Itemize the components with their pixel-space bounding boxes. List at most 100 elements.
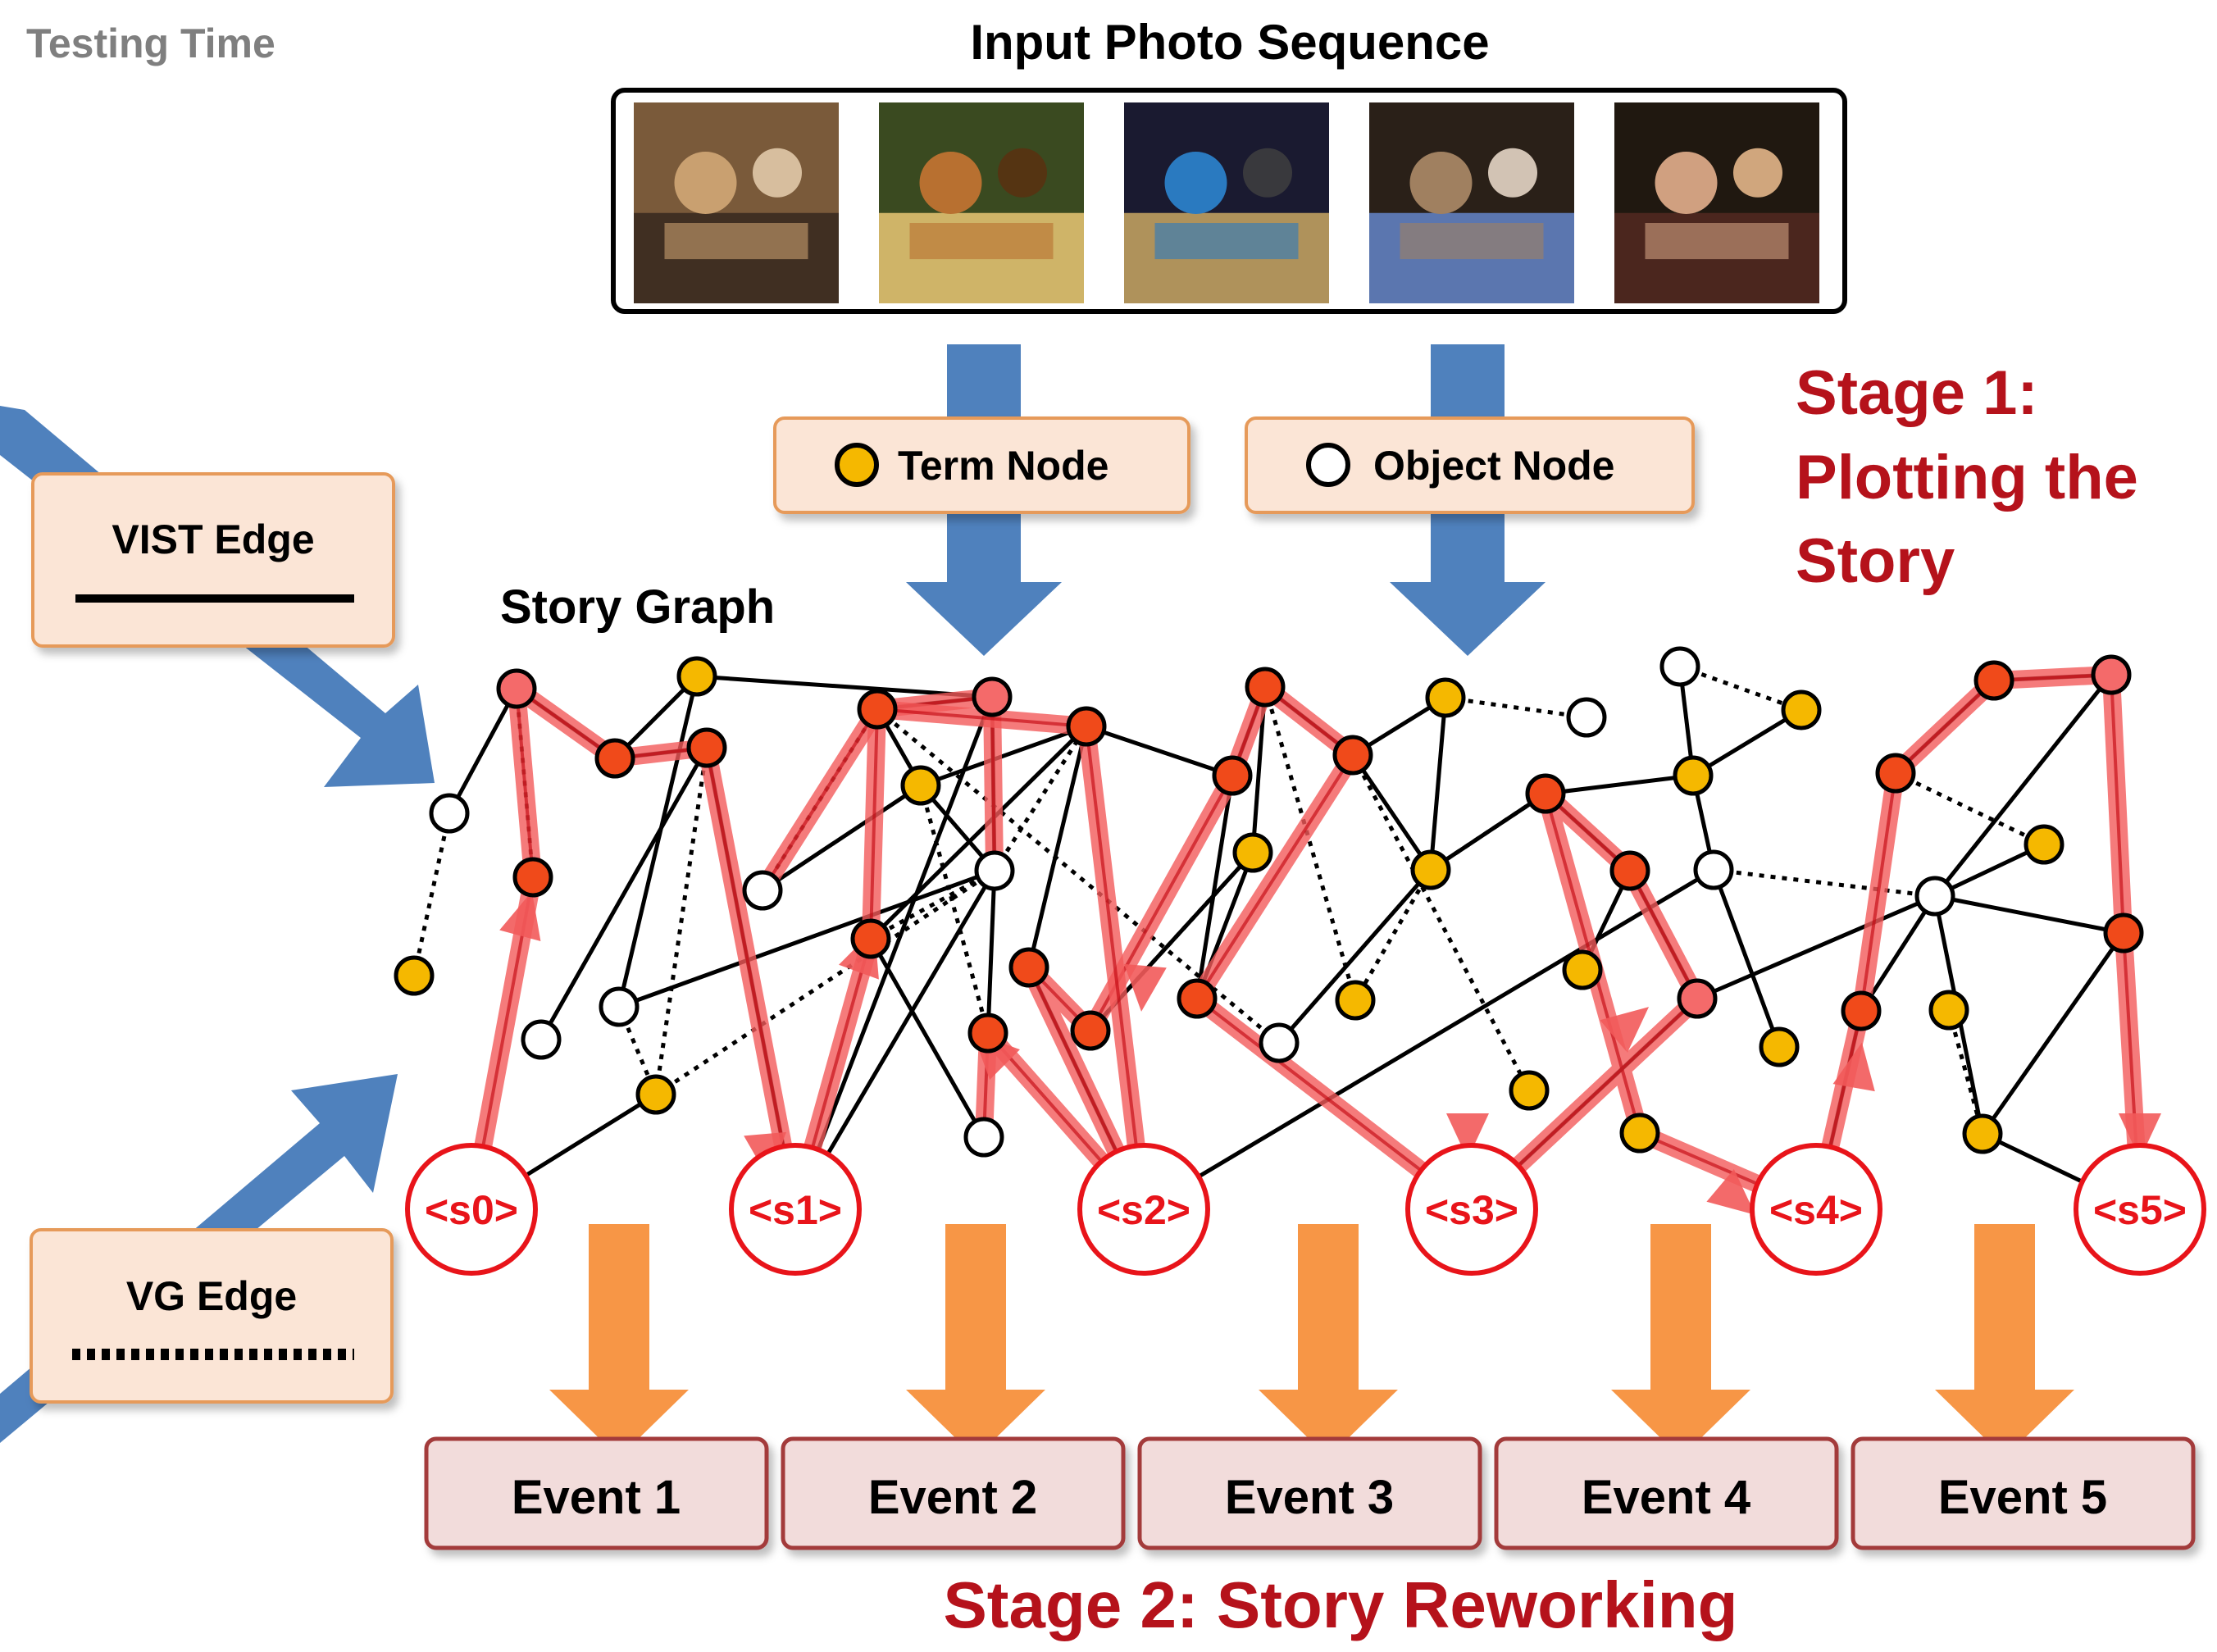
vist-edge (1350, 753, 1433, 872)
photo-4 (1369, 102, 1574, 303)
vist-edge (1428, 697, 1448, 871)
vg-edge (412, 812, 452, 976)
object-node (2091, 654, 2132, 695)
object-node-label: Object Node (1373, 443, 1614, 489)
vist-edge (1086, 724, 1233, 778)
vist-edge-label: VIST Edge (112, 517, 314, 562)
object-node-legend: Object Node (1245, 416, 1695, 514)
object-node (599, 986, 640, 1027)
event-box-4: Event 4 (1494, 1436, 1839, 1550)
object-node (1566, 697, 1607, 738)
term-node-legend: Term Node (773, 416, 1190, 514)
vg-edge (1894, 771, 2046, 847)
term-node (2103, 912, 2144, 953)
path-arrowhead (1600, 1007, 1650, 1054)
vist-edge (868, 937, 986, 1139)
story-node-s5: <s5> (2074, 1143, 2206, 1276)
vg-edge (1429, 791, 1547, 872)
path-arrowhead (1706, 1168, 1756, 1215)
story-node-label: <s2> (1097, 1187, 1190, 1233)
term-node (967, 1013, 1008, 1054)
term-node (1245, 667, 1286, 708)
object-node (1693, 849, 1734, 890)
event-label: Event 1 (512, 1471, 681, 1524)
event-arrow (1935, 1224, 2074, 1458)
term-node (1973, 660, 2014, 701)
vist-edge (920, 724, 1087, 788)
object-node-swatch (1306, 443, 1350, 487)
stage2-label: Stage 2: Story Reworking (943, 1568, 1737, 1641)
photo-2 (879, 102, 1084, 303)
vg-edge (1263, 686, 1358, 1001)
term-node (1525, 773, 1566, 814)
story-node-label: <s3> (1425, 1187, 1518, 1233)
vist-edge (1277, 868, 1432, 1044)
event-arrows (549, 1224, 2074, 1458)
term-node (1425, 677, 1466, 718)
input-photo-title: Input Photo Sequence (970, 15, 1489, 70)
event-arrow (549, 1224, 689, 1458)
term-node (1410, 849, 1451, 890)
vg-edge-label: VG Edge (126, 1273, 297, 1319)
story-graph-title: Story Graph (500, 580, 775, 634)
story-node-label: <s5> (2093, 1187, 2187, 1233)
term-node (635, 1074, 676, 1115)
story-node-s1: <s1> (729, 1143, 862, 1276)
vist-edge (1027, 726, 1089, 968)
object-node (742, 870, 783, 911)
story-node-label: <s1> (749, 1187, 842, 1233)
stage1-line1: Stage 1: (1796, 358, 2038, 428)
photo-3 (1124, 102, 1329, 303)
object-node (974, 850, 1015, 891)
path-arrowhead (1446, 1113, 1489, 1159)
vist-edge (618, 868, 995, 1009)
vist-edge (1545, 773, 1694, 796)
testing-time-label: Testing Time (26, 20, 275, 66)
term-node (900, 765, 941, 806)
stage1-line3: Story (1796, 526, 1955, 596)
vist-edge (617, 676, 699, 1008)
event-label: Event 5 (1938, 1471, 2107, 1524)
term-node (850, 918, 891, 959)
photo-1 (634, 102, 839, 303)
vist-edge (1933, 673, 2113, 898)
vg-edge (653, 747, 709, 1095)
term-node (1928, 990, 1969, 1031)
term-node (1177, 978, 1218, 1019)
term-node (1509, 1070, 1550, 1111)
term-node (1232, 832, 1273, 873)
term-node (1619, 1113, 1660, 1154)
term-node (1781, 689, 1822, 730)
term-node (1759, 1026, 1800, 1067)
term-node (2024, 824, 2064, 865)
object-node (429, 793, 470, 834)
term-node (1609, 850, 1650, 891)
term-node-label: Term Node (898, 443, 1108, 489)
vist-edge (1980, 931, 2126, 1135)
event-label: Event 4 (1582, 1471, 1750, 1524)
event-box-5: Event 5 (1851, 1436, 2196, 1550)
object-node (972, 676, 1013, 717)
story-path-core-6 (1470, 788, 1817, 1211)
vg-edge (654, 868, 996, 1097)
story-node-s0: <s0> (405, 1143, 538, 1276)
object-node (496, 668, 537, 709)
vg-edge (1445, 695, 1587, 720)
story-nodes: <s0><s1><s2><s3><s4><s5> (405, 1143, 2206, 1276)
stage1-line2: Plotting the (1796, 443, 2138, 512)
term-node (1070, 1010, 1111, 1051)
vist-edge (1691, 708, 1803, 778)
vg-edge (1679, 664, 1802, 712)
object-node (1914, 876, 1955, 917)
vist-edge (1696, 894, 1936, 1001)
vist-edge (1711, 869, 1782, 1048)
vg-edge (869, 868, 996, 941)
vist-edge (761, 783, 922, 893)
term-node (1332, 735, 1373, 776)
term-node (1673, 755, 1714, 796)
term-node (1008, 947, 1049, 988)
path-arrowhead (1124, 963, 1167, 1012)
event-box-3: Event 3 (1137, 1436, 1482, 1550)
object-node (963, 1117, 1004, 1158)
